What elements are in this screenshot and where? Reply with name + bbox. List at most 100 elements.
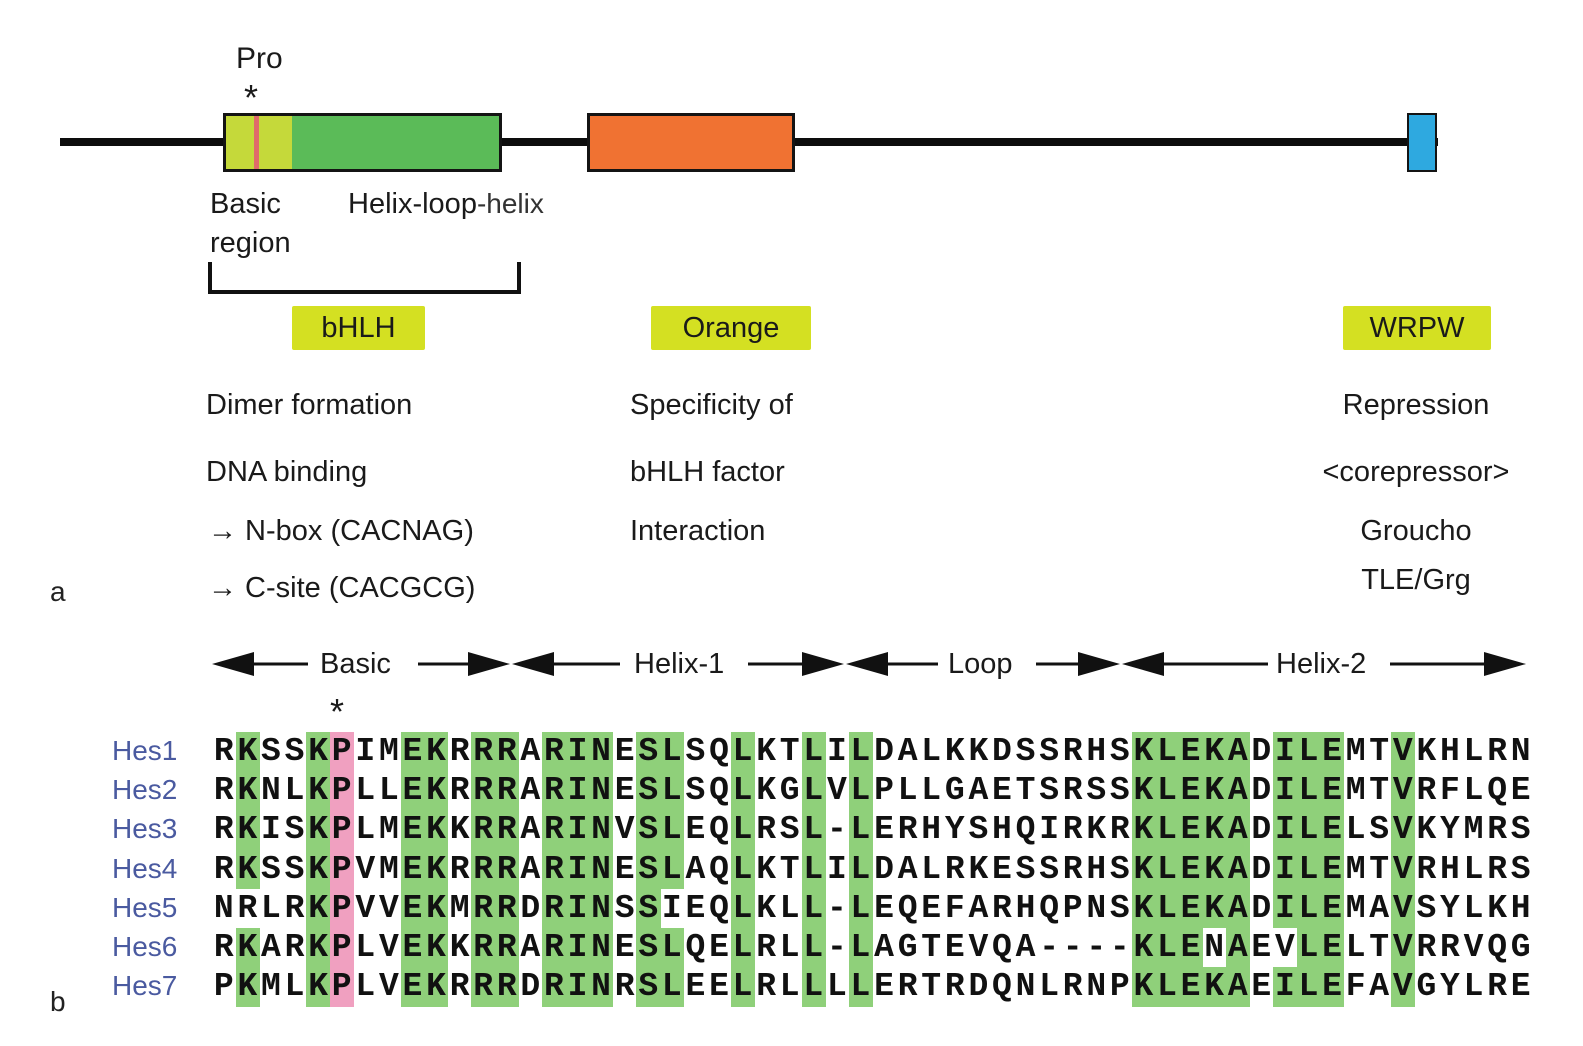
residue: V xyxy=(355,850,376,888)
residue: K xyxy=(1133,811,1154,849)
residue: S xyxy=(1109,850,1130,888)
wrpw-function-4: TLE/Grg xyxy=(1361,564,1471,596)
proline-asterisk-icon: * xyxy=(330,691,345,732)
residue: R xyxy=(284,929,305,966)
residue: Y xyxy=(1440,889,1460,927)
conserved-cell-highlight xyxy=(1296,967,1321,1007)
residue: H xyxy=(1015,889,1036,927)
conserved-cell-highlight xyxy=(848,771,873,811)
conserved-cell-highlight xyxy=(424,810,449,851)
residue: Q xyxy=(709,850,729,888)
conserved-cell-highlight xyxy=(565,810,590,851)
alignment-gap: - xyxy=(826,929,847,966)
residue: L xyxy=(1157,850,1177,888)
conserved-cell-highlight xyxy=(542,849,567,890)
conserved-cell-highlight xyxy=(424,888,449,929)
conserved-cell-highlight xyxy=(542,732,567,772)
conserved-cell-highlight xyxy=(1155,849,1180,890)
residue: R xyxy=(449,850,470,888)
residue: L xyxy=(732,772,753,810)
residue: I xyxy=(567,968,588,1006)
residue: N xyxy=(591,929,611,966)
conserved-cell-highlight xyxy=(1225,967,1251,1007)
residue: M xyxy=(261,968,281,1006)
conserved-cell-highlight xyxy=(565,928,590,968)
residue: Q xyxy=(685,929,706,966)
conserved-cell-highlight xyxy=(589,810,614,851)
residue: S xyxy=(968,811,989,849)
conserved-cell-highlight xyxy=(235,810,260,851)
conserved-cell-highlight xyxy=(1155,732,1180,772)
arrowhead-left-icon xyxy=(512,652,554,676)
residue: R xyxy=(496,772,517,810)
conserved-cell-highlight xyxy=(1178,810,1203,851)
orange-function-1: Specificity of xyxy=(630,389,793,421)
residue: L xyxy=(1298,811,1319,849)
conserved-cell-highlight xyxy=(801,810,826,851)
residue: R xyxy=(213,772,234,810)
alignment-gap: - xyxy=(826,889,847,927)
residue: R xyxy=(544,850,564,888)
residue: E xyxy=(1180,929,1201,966)
conserved-cell-highlight xyxy=(730,810,755,851)
residue: I xyxy=(826,733,847,770)
residue: K xyxy=(308,889,329,927)
residue: A xyxy=(897,850,918,888)
residue: I xyxy=(1274,733,1295,770)
wrpw-function-2: <corepressor> xyxy=(1322,456,1510,488)
residue: L xyxy=(850,811,871,849)
residue: M xyxy=(1345,850,1366,888)
conserved-cell-highlight xyxy=(801,771,826,811)
residue: I xyxy=(567,929,588,966)
residue: V xyxy=(378,929,399,966)
residue: E xyxy=(944,929,965,966)
residue: L xyxy=(921,772,942,810)
helix2-region-arrow xyxy=(1122,652,1526,676)
residue: S xyxy=(1015,850,1036,888)
conserved-cell-highlight xyxy=(1225,732,1251,772)
conserved-cell-highlight xyxy=(424,928,449,968)
residue: K xyxy=(968,850,989,888)
arrowhead-right-icon xyxy=(802,652,844,676)
residue: R xyxy=(473,929,494,966)
residue: E xyxy=(992,772,1012,810)
residue: A xyxy=(1227,968,1248,1006)
conserved-cell-highlight xyxy=(424,967,449,1007)
residue: R xyxy=(1062,772,1083,810)
residue: E xyxy=(402,850,423,888)
loop-region-arrow xyxy=(846,652,1120,676)
orange-name: Orange xyxy=(682,311,780,344)
residue: V xyxy=(1392,850,1413,888)
residue: R xyxy=(897,811,918,849)
residue: L xyxy=(1298,968,1319,1006)
residue: L xyxy=(1157,929,1177,966)
conserved-cell-highlight xyxy=(1202,967,1227,1007)
residue: L xyxy=(732,733,753,770)
residue: E xyxy=(402,929,423,966)
residue: K xyxy=(1086,811,1107,849)
residue: S xyxy=(1109,772,1130,810)
residue: E xyxy=(1180,811,1201,849)
conserved-cell-highlight xyxy=(494,967,520,1007)
residue: R xyxy=(544,733,564,770)
conserved-cell-highlight xyxy=(589,732,614,772)
residue: L xyxy=(779,889,800,927)
residue: R xyxy=(284,889,305,927)
conserved-cell-highlight xyxy=(1131,967,1156,1007)
residue: K xyxy=(237,811,258,849)
conserved-cell-highlight xyxy=(400,928,425,968)
residue: M xyxy=(1345,889,1366,927)
residue: K xyxy=(237,850,258,888)
residue: D xyxy=(874,850,894,888)
conserved-cell-highlight xyxy=(1391,732,1416,772)
residue: G xyxy=(1416,968,1437,1006)
residue: E xyxy=(709,968,729,1006)
conserved-cell-highlight xyxy=(400,810,425,851)
residue: E xyxy=(1322,772,1342,810)
residue: L xyxy=(732,811,753,849)
residue: G xyxy=(897,929,918,966)
residue: Y xyxy=(1440,811,1460,849)
residue: A xyxy=(1227,850,1248,888)
conserved-cell-highlight xyxy=(1273,888,1298,929)
conserved-cell-highlight xyxy=(1273,771,1298,811)
